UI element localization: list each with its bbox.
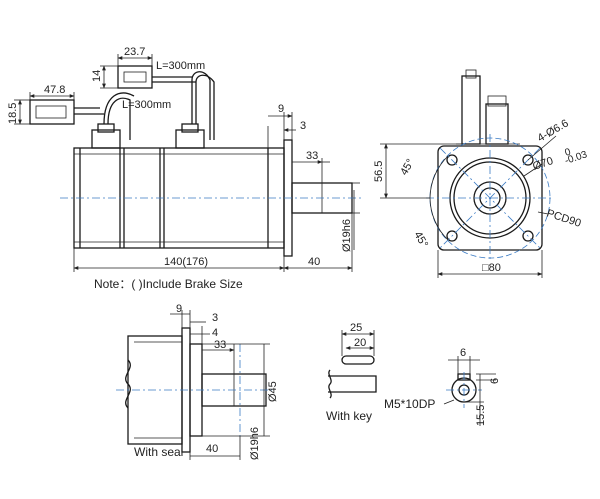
seal-dim-dia: Ø45 [267, 381, 279, 402]
dim-body-length: 140(176) [164, 256, 208, 268]
dim-connector-height: 14 [91, 70, 103, 82]
dim-shaft-step: 33 [306, 150, 318, 162]
note-brake: Note：( )Include Brake Size [94, 277, 243, 291]
key [341, 355, 375, 365]
key-dim-overall: 25 [350, 322, 362, 334]
seal-dim-shaft-step: 33 [214, 339, 226, 351]
dim-pilot: Ø70 [531, 155, 554, 173]
dim-shaft-length: 40 [308, 256, 320, 268]
seal-dim-length: 40 [206, 443, 218, 455]
connector-encoder [91, 129, 121, 149]
dim-cable-left: L=300mm [122, 99, 171, 111]
key-dim-length: 20 [354, 337, 366, 349]
dim-flange-gap: 9 [278, 103, 284, 115]
dim-connector-width: 23.7 [124, 46, 145, 58]
seal-dim-gap: 9 [176, 303, 182, 315]
seal-dim-shaft-dia: Ø19h6 [249, 427, 261, 460]
dim-holes: 4-Ø6.6 [536, 117, 571, 144]
bolt-hole [446, 154, 458, 166]
tap-thread: M5*10DP [384, 397, 435, 411]
key-view: 25 20 With key [326, 322, 377, 423]
bolt-hole [522, 230, 534, 242]
tap-dim-key-width: 6 [460, 347, 466, 359]
dim-height: 56.5 [373, 161, 385, 182]
caption-with-seal: With seal [134, 445, 183, 459]
side-view: 23.7 14 L=300mm 47.8 18.5 L=300mm 9 3 33 [7, 46, 362, 291]
seal-dim-step: 4 [212, 327, 218, 339]
dim-pcd: PCD90 [545, 207, 582, 229]
connector-top [117, 65, 153, 89]
bolt-hole [522, 154, 534, 166]
connector-left [29, 99, 75, 125]
dim-flange-thick: 3 [300, 120, 306, 132]
seal-dim-thick: 3 [212, 312, 218, 324]
connector-power [175, 129, 205, 149]
caption-with-key: With key [326, 409, 372, 423]
front-connector-left [461, 75, 481, 145]
tap-dim-height: 15.5 [475, 405, 487, 426]
dim-square: □80 [482, 262, 501, 274]
bolt-hole [446, 230, 458, 242]
front-view: 56.5 45° 45° 4-Ø6.6 Ø70 0 -0.03 PCD90 □8… [373, 69, 589, 278]
dim-shaft-dia: Ø19h6 [341, 219, 353, 252]
tap-dim-depth: 6 [489, 378, 501, 384]
dim-pilot-tol-upper: 0 [564, 147, 573, 159]
seal-view: 9 3 4 33 Ø45 40 Ø19h6 With seal [116, 303, 279, 460]
dim-cable-top: L=300mm [156, 60, 205, 72]
dim-angle-bottom: 45° [411, 230, 430, 250]
tap-view: 6 6 15.5 M5*10DP [384, 347, 501, 426]
dim-angle-top: 45° [398, 157, 417, 177]
dim-connector2-width: 47.8 [44, 84, 65, 96]
dim-connector2-height: 18.5 [7, 103, 19, 124]
